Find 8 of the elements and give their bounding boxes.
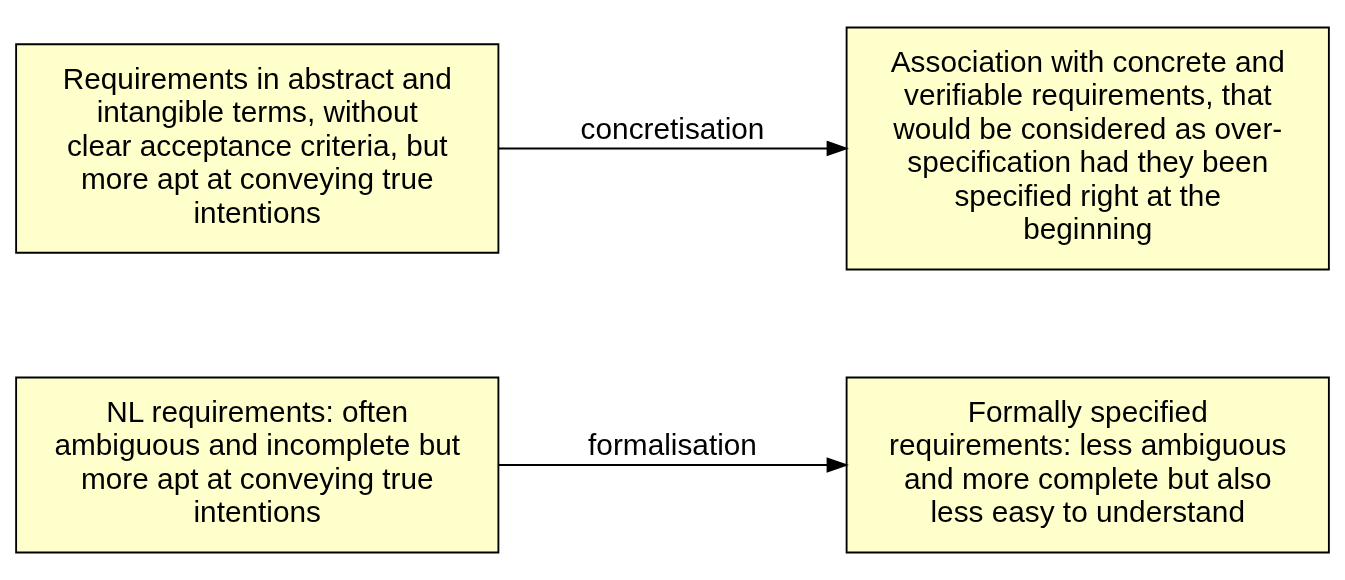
edge-label: formalisation <box>588 428 757 462</box>
node-box: NL requirements: often ambiguous and incomplete but more apt at conveying true intentions <box>15 376 500 554</box>
node-box: Formally specified requirements: less ambiguous and more complete but also less easy to understand <box>845 376 1330 554</box>
edge-label: concretisation <box>580 111 765 145</box>
node-box: Association with concrete and verifiable requirements, that would be considered as over-specification had they been specified right at the beginning <box>845 26 1330 271</box>
node-box: Requirements in abstract and intangible terms, without clear acceptance criteria, but more apt at conveying true intentions <box>15 43 500 254</box>
arrow <box>497 140 849 157</box>
arrow <box>497 457 849 473</box>
